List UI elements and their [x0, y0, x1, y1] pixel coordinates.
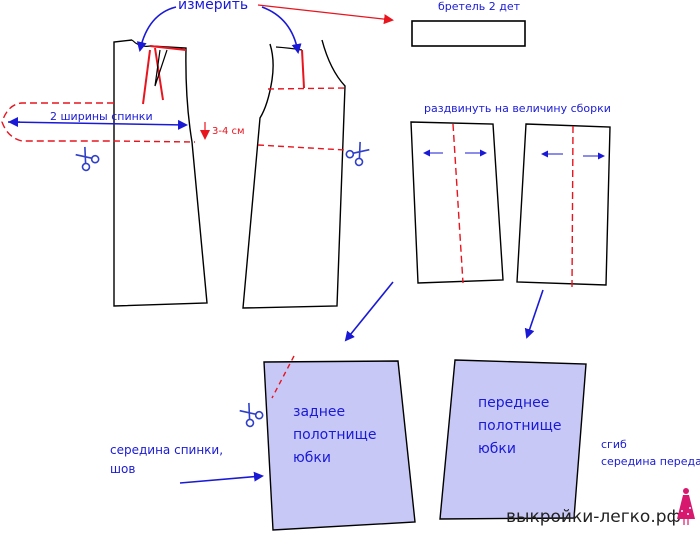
scissors-icon [239, 402, 264, 428]
strap-pointer-arrow [257, 4, 394, 25]
strap-label: бретель 2 дет [438, 0, 521, 13]
front-bodice-piece [242, 39, 346, 309]
front-skirt-pattern [516, 123, 611, 288]
back-skirt-panel [263, 355, 416, 531]
back-panel-label-2: полотнище [293, 427, 376, 443]
center-back-label-1: середина спинки, [110, 443, 223, 457]
fold-label-1: сгиб [601, 438, 627, 451]
measure-arrow-right [261, 6, 302, 54]
back-width-extension [1, 102, 188, 142]
back-bodice-piece [113, 39, 208, 307]
dress-logo-icon [677, 488, 695, 525]
three-four-cm-label: 3-4 см [212, 126, 245, 137]
back-panel-label-1: заднее [293, 404, 345, 420]
watermark-text: выкройки-легко.рф [506, 507, 681, 527]
front-skirt-panel [439, 359, 587, 520]
measure-arrow-left [136, 6, 177, 52]
back-panel-label-3: юбки [293, 450, 331, 466]
center-back-label-2: шов [110, 462, 135, 476]
back-skirt-pattern [410, 121, 504, 284]
spread-gathers-label: раздвинуть на величину сборки [424, 102, 611, 115]
fold-label-2: середина переда [601, 455, 700, 468]
scissors-icon [75, 146, 100, 172]
measure-label: измерить [178, 0, 248, 13]
scissors-icon [345, 141, 370, 167]
arrow-to-front-panel [524, 289, 544, 339]
center-back-arrow [179, 471, 264, 484]
strap-piece [411, 20, 526, 47]
front-panel-label-1: переднее [478, 395, 549, 411]
front-panel-label-2: полотнище [478, 418, 561, 434]
two-back-widths-label: 2 ширины спинки [50, 110, 153, 123]
front-panel-label-3: юбки [478, 441, 516, 457]
arrow-to-back-panel [344, 281, 394, 342]
